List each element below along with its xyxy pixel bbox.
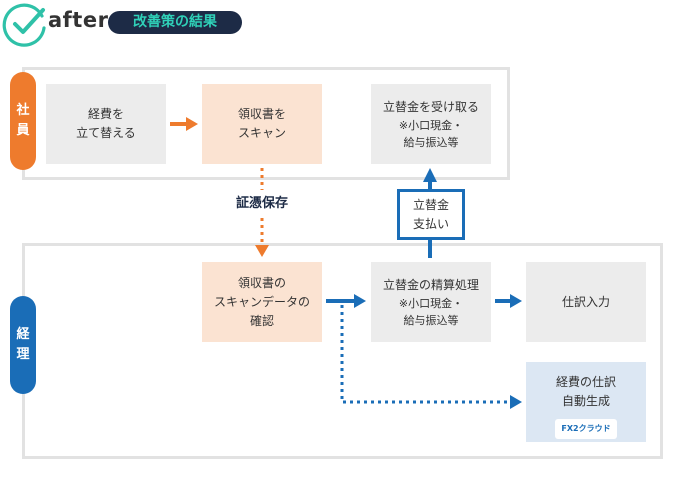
replace-expenses-box: 経費を 立て替える [46, 84, 166, 164]
settle-advance-text: 立替金の精算処理 [382, 277, 479, 292]
arrow-to-scan [170, 117, 198, 131]
accounting-lane-tab: 経 理 [10, 296, 36, 394]
employee-tab-char-1: 社 [16, 103, 30, 118]
receive-advance-box: 立替金を受け取る ※小口現金・ 給与振込等 [371, 84, 491, 164]
journal-entry-text: 仕訳入力 [561, 294, 610, 309]
arrow-evidence-down [255, 168, 269, 257]
employee-lane-tab: 社 員 [10, 72, 36, 170]
settle-advance-box: 立替金の精算処理 ※小口現金・ 給与振込等 [371, 262, 491, 342]
arrow-to-journal [495, 294, 522, 308]
check-scan-data-text: 領収書の スキャンデータの 確認 [213, 275, 310, 328]
auto-journal-text: 経費の仕訳 自動生成 [555, 375, 616, 408]
arrow-auto-journal [340, 305, 522, 409]
accounting-tab-char-1: 経 [16, 327, 30, 342]
scan-receipt-box: 領収書を スキャン [202, 84, 322, 164]
receive-advance-text: 立替金を受け取る [382, 99, 479, 114]
journal-entry-box: 仕訳入力 [526, 262, 646, 342]
arrow-to-settle [326, 294, 366, 308]
accounting-tab-char-2: 理 [16, 347, 30, 362]
settle-advance-note: ※小口現金・ 給与振込等 [398, 296, 464, 327]
result-title-badge: 改善策の結果 [108, 11, 242, 34]
scan-receipt-text: 領収書を スキャン [237, 107, 286, 140]
arrow-pay-up [423, 168, 437, 258]
check-scan-data-box: 領収書の スキャンデータの 確認 [202, 262, 322, 342]
evidence-storage-label: 証憑保存 [226, 194, 298, 214]
auto-journal-box: 経費の仕訳 自動生成 FX2クラウド [526, 362, 646, 442]
employee-tab-char-2: 員 [16, 123, 30, 138]
after-label: after [48, 8, 109, 32]
fx2-logo-text: FX2クラウド [561, 424, 611, 433]
fx2-logo: FX2クラウド [555, 419, 617, 439]
pay-advance-label: 立替金 支払い [397, 189, 465, 240]
replace-expenses-text: 経費を 立て替える [76, 107, 136, 140]
receive-advance-note: ※小口現金・ 給与振込等 [398, 118, 464, 149]
check-circle-icon [2, 3, 46, 47]
